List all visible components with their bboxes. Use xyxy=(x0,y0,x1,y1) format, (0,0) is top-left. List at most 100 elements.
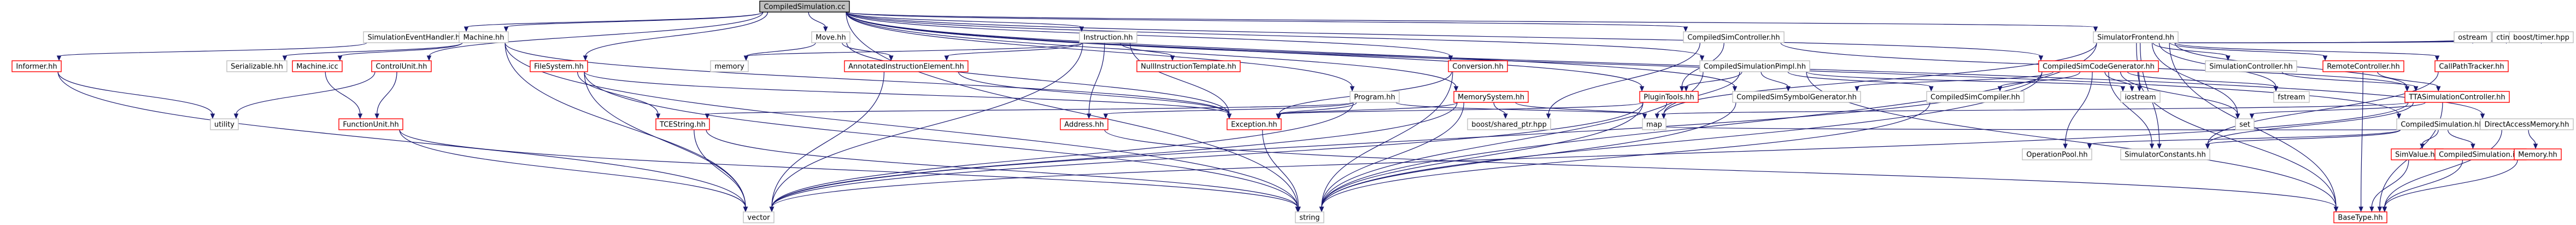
node-oppool[interactable]: OperationPool.hh xyxy=(2022,148,2092,160)
node-remote[interactable]: RemoteController.hh xyxy=(2322,60,2404,72)
node-compiler[interactable]: CompiledSimCompiler.hh xyxy=(1926,91,2025,103)
edge-root-to-simctrl xyxy=(846,11,1688,32)
node-sharedptr[interactable]: boost/shared_ptr.hpp xyxy=(1467,118,1551,130)
node-label: SimValue.hh xyxy=(2395,151,2439,159)
node-address[interactable]: Address.hh xyxy=(1060,118,1108,130)
edge-line xyxy=(339,42,463,57)
node-iostream[interactable]: iostream xyxy=(2120,91,2161,103)
node-fstream[interactable]: fstream xyxy=(2273,91,2310,103)
edge-arrowhead xyxy=(1546,113,1551,119)
edge-arrowhead xyxy=(2471,143,2475,149)
node-serializable[interactable]: Serializable.hh xyxy=(226,60,287,72)
node-simvalue[interactable]: SimValue.hh xyxy=(2391,148,2444,160)
node-nullinstr[interactable]: NullInstructionTemplate.hh xyxy=(1136,60,1241,72)
edge-root-to-machine xyxy=(503,11,764,32)
node-compiledsimicc[interactable]: CompiledSimulation.icc xyxy=(2434,148,2527,160)
edge-root-to-filesystem xyxy=(583,11,768,61)
edge-arrowhead xyxy=(2063,143,2068,149)
node-instruction[interactable]: Instruction.hh xyxy=(1079,31,1137,43)
node-memoryhh[interactable]: Memory.hh xyxy=(2514,148,2562,160)
node-simconst[interactable]: SimulatorConstants.hh xyxy=(2120,148,2210,160)
edge-simimpl-to-basetype xyxy=(1806,71,2339,212)
node-label: boost/timer.hpp xyxy=(2513,34,2569,42)
node-tcestring[interactable]: TCEString.hh xyxy=(655,118,710,130)
edge-line xyxy=(846,11,2483,115)
edge-line xyxy=(1657,102,1668,115)
edge-frontend-to-callpath xyxy=(2174,42,2440,61)
node-box xyxy=(1227,118,1282,130)
node-boosttimer[interactable]: boost/timer.hpp xyxy=(2509,31,2574,43)
node-box xyxy=(210,118,239,130)
node-tta[interactable]: TTASimulationController.hh xyxy=(2404,91,2510,103)
edge-arrowhead xyxy=(944,55,949,61)
node-vector[interactable]: vector xyxy=(743,211,774,223)
edge-line xyxy=(1787,71,1932,88)
edge-arrowhead xyxy=(1503,113,1508,119)
node-label: CompiledSimCompiler.hh xyxy=(1930,94,2020,102)
node-move[interactable]: Move.hh xyxy=(811,31,850,43)
node-machine[interactable]: Machine.hh xyxy=(459,31,509,43)
node-basetype[interactable]: BaseType.hh xyxy=(2333,211,2387,223)
node-set[interactable]: set xyxy=(2235,118,2255,130)
edge-direct-to-memoryhh xyxy=(2528,129,2538,149)
node-annotated[interactable]: AnnotatedInstructionElement.hh xyxy=(844,60,969,72)
node-controlunit[interactable]: ControlUnit.hh xyxy=(371,60,432,72)
node-box xyxy=(1448,60,1508,72)
edge-arrowhead xyxy=(210,113,215,119)
edge-controlunit-to-funcunit xyxy=(374,71,397,119)
node-label: ostream xyxy=(2458,34,2487,42)
edge-plugintools-to-exception xyxy=(1276,102,1644,119)
node-funcunit[interactable]: FunctionUnit.hh xyxy=(338,118,403,130)
edge-line xyxy=(1321,42,2097,208)
edge-line xyxy=(504,42,1298,208)
node-program[interactable]: Program.hh xyxy=(1349,91,1400,103)
node-box xyxy=(1683,31,1785,43)
node-label: string xyxy=(1299,214,1319,222)
edge-simimpl-to-iostream xyxy=(1806,71,2126,92)
node-label: SimulationController.hh xyxy=(2209,63,2293,71)
edge-line xyxy=(506,11,764,28)
node-box xyxy=(2509,31,2574,43)
node-frontend[interactable]: SimulatorFrontend.hh xyxy=(2093,31,2179,43)
node-ostream[interactable]: ostream xyxy=(2454,31,2492,43)
edge-line xyxy=(1806,71,2123,88)
node-exception[interactable]: Exception.hh xyxy=(1227,118,1282,130)
node-simctrl[interactable]: CompiledSimController.hh xyxy=(1683,31,1785,43)
node-filesystem[interactable]: FileSystem.hh xyxy=(530,60,588,72)
node-string[interactable]: string xyxy=(1295,211,1324,223)
edge-arrowhead xyxy=(426,55,432,61)
node-map[interactable]: map xyxy=(1642,118,1667,130)
node-codegen[interactable]: CompiledSimCodeGenerator.hh xyxy=(2038,60,2159,72)
edge-line xyxy=(1321,102,1644,208)
node-utility[interactable]: utility xyxy=(210,118,239,130)
edge-arrowhead xyxy=(357,113,363,119)
edge-line xyxy=(2174,42,2438,57)
edge-arrowhead xyxy=(743,206,748,212)
node-simcontroller[interactable]: SimulationController.hh xyxy=(2205,60,2297,72)
node-memsys[interactable]: MemorySystem.hh xyxy=(1453,91,1529,103)
node-label: BaseType.hh xyxy=(2338,214,2383,222)
edge-arrowhead xyxy=(2249,113,2255,119)
node-label: Machine.icc xyxy=(296,63,338,71)
node-machinecc[interactable]: Machine.icc xyxy=(292,60,343,72)
edge-arrowhead xyxy=(1732,86,1738,92)
node-compiledsimhh[interactable]: CompiledSimulation.hh xyxy=(2396,118,2488,130)
edge-arrowhead xyxy=(2226,55,2231,61)
node-direct[interactable]: DirectAccessMemory.hh xyxy=(2480,118,2574,130)
node-callpath[interactable]: CallPathTracker.hh xyxy=(2434,60,2509,72)
edge-line xyxy=(1653,126,2401,130)
node-symgen[interactable]: CompiledSimSymbolGenerator.hh xyxy=(1732,91,1861,103)
node-conversion[interactable]: Conversion.hh xyxy=(1448,60,1508,72)
node-memory[interactable]: memory xyxy=(710,60,749,72)
node-plugintools[interactable]: PluginTools.hh xyxy=(1639,91,1699,103)
node-informer[interactable]: Informer.hh xyxy=(11,60,62,72)
edge-line xyxy=(746,42,1083,57)
node-box xyxy=(2235,118,2255,130)
node-simimpl[interactable]: CompiledSimulationPimpl.hh xyxy=(1699,60,1810,72)
edge-arrowhead xyxy=(2434,55,2440,61)
edge-line xyxy=(2104,71,2133,88)
edge-tta-to-vector xyxy=(769,102,2409,212)
node-seh[interactable]: SimulationEventHandler.hh xyxy=(363,31,469,43)
node-box xyxy=(2120,91,2161,103)
edge-arrowhead xyxy=(282,55,287,61)
